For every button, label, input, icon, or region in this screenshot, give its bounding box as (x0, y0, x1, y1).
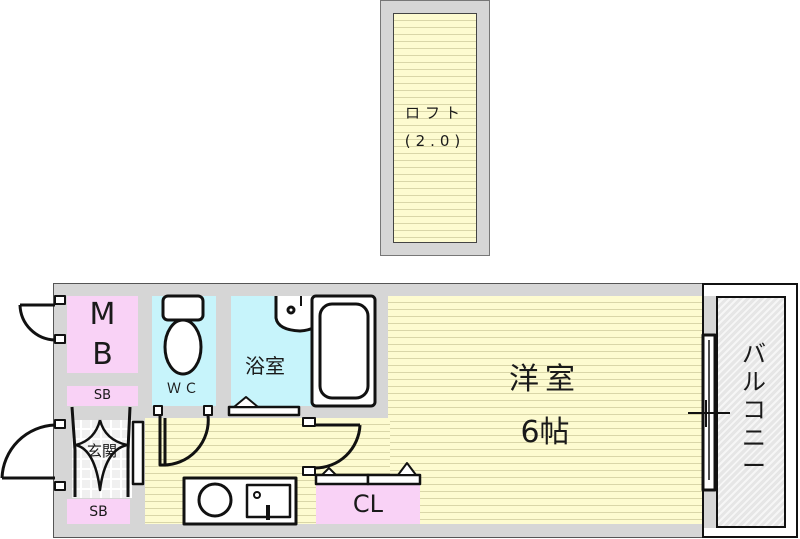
loft-label: ロフト (404, 104, 465, 122)
loft-area (393, 13, 477, 243)
closet-label: CL (352, 490, 384, 518)
balcony-char: ー (742, 452, 766, 480)
closet-door-icon (314, 462, 422, 486)
closet (316, 485, 420, 524)
shoe-box-upper-label: SB (93, 388, 112, 403)
western-room-size: 6帖 (520, 415, 570, 450)
bathroom-step (227, 396, 301, 417)
entrance-label: 玄関 (86, 442, 117, 460)
bathroom-label: 浴室 (245, 354, 285, 378)
balcony-char: ニ (742, 424, 766, 452)
western-room-label: 洋室 (509, 362, 581, 397)
bathtub-icon (310, 294, 377, 408)
shoe-box-lower (67, 499, 130, 524)
meter-box-label-b: B (92, 337, 113, 372)
toilet-door-icon (153, 405, 213, 467)
loft-size: (2.0) (404, 132, 466, 150)
meter-box-door-icon (18, 295, 66, 344)
entrance-floor (72, 420, 132, 498)
kitchen-counter-icon (182, 476, 298, 526)
balcony-char: ル (742, 368, 766, 396)
entrance-storage-door-icon (70, 406, 132, 497)
balcony-label: バ ル コ ニ ー (736, 340, 772, 480)
balcony-char: コ (742, 396, 766, 424)
western-room-floor (388, 296, 702, 524)
shoe-box-lower-label: SB (89, 504, 108, 520)
toilet-icon (161, 294, 205, 376)
balcony-char: バ (742, 340, 766, 368)
shoe-box-upper (67, 386, 138, 406)
bathroom-door-icon (302, 417, 362, 476)
toilet-label: ＷＣ (167, 381, 201, 397)
entrance-door-icon (0, 419, 66, 491)
meter-box-label-m: M (89, 297, 116, 332)
meter-box (67, 296, 138, 373)
step-partition (131, 420, 145, 486)
balcony-window-icon (688, 333, 730, 492)
